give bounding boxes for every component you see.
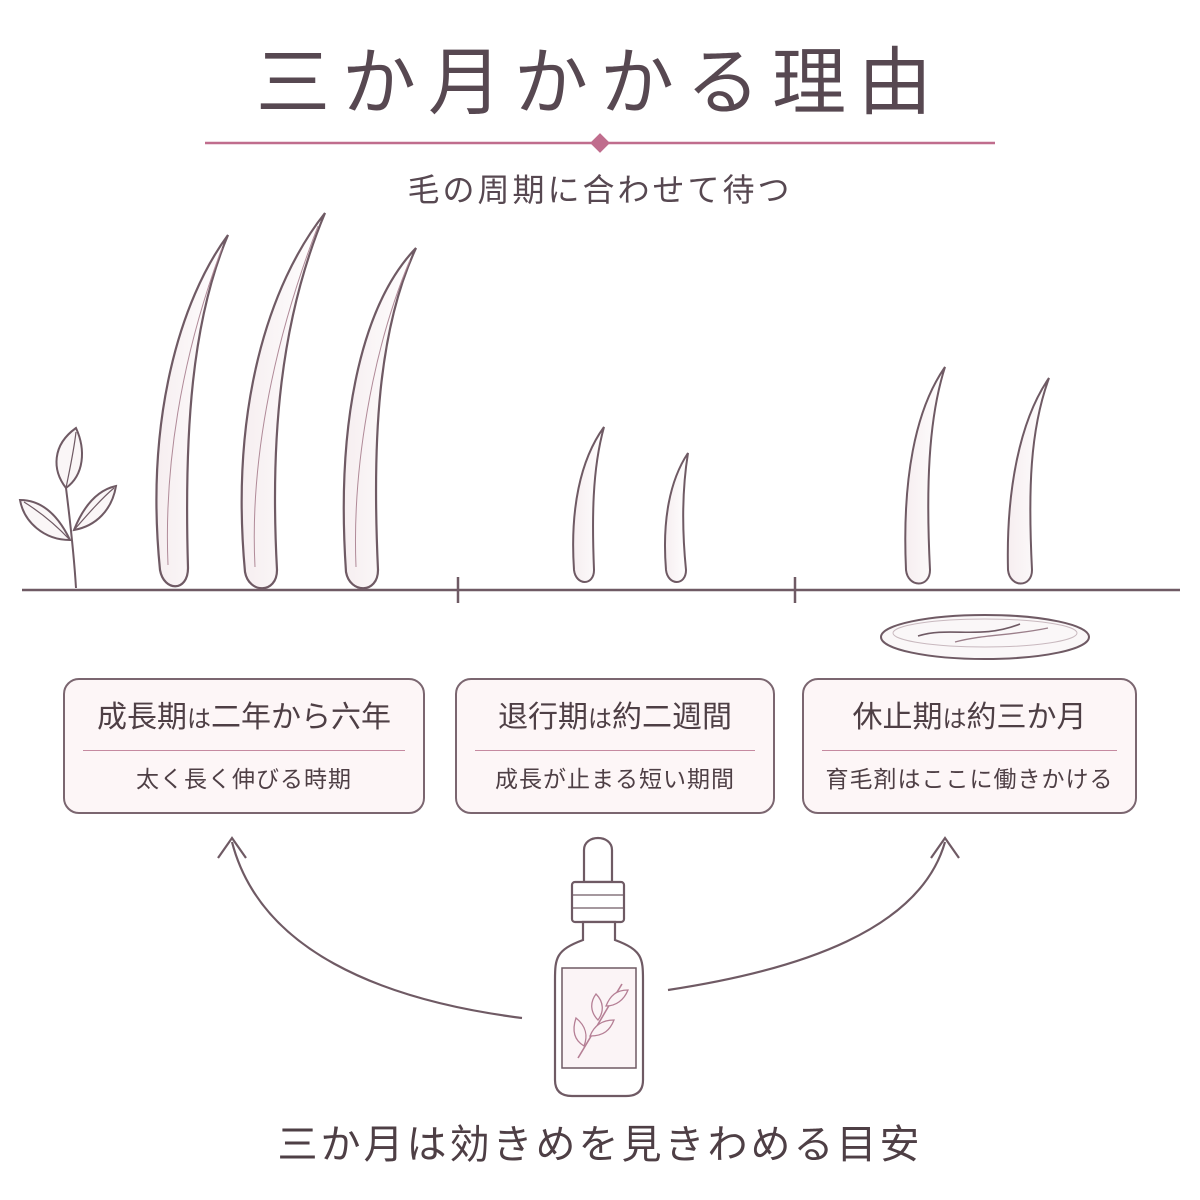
phase-divider (475, 750, 755, 751)
sprout-icon (18, 426, 118, 589)
footer-caption: 三か月は効きめを見きわめる目安 (277, 1122, 923, 1168)
phase-divider (822, 750, 1117, 751)
shed-hair-dish-icon (880, 614, 1090, 660)
phase-card-catagen: 退行期は約二週間 成長が止まる短い期間 (455, 678, 775, 814)
phase-connector: は (187, 705, 211, 733)
phase-heading: 休止期は約三か月 (804, 698, 1135, 739)
phase-description: 太く長く伸びる時期 (136, 767, 352, 793)
phase-name: 休止期 (852, 700, 943, 735)
phase-description: 成長が止まる短い期間 (495, 767, 735, 793)
hair-strand-icon (155, 212, 417, 590)
phase-description: 育毛剤はここに働きかける (825, 767, 1114, 793)
phase-duration: 約二週間 (612, 700, 732, 735)
phase-name: 退行期 (498, 700, 588, 735)
phase-connector: は (588, 705, 612, 733)
page-title: 三か月かかる理由 (256, 40, 944, 126)
phase-card-anagen: 成長期は二年から六年 太く長く伸びる時期 (63, 678, 425, 814)
hair-strand-icon (904, 366, 1050, 585)
phase-duration: 約三か月 (966, 700, 1087, 735)
arrow-icon (217, 836, 960, 1020)
page-subtitle: 毛の周期に合わせて待つ (407, 171, 793, 209)
phase-heading: 成長期は二年から六年 (65, 698, 423, 739)
hair-strand-icon (572, 426, 689, 583)
phase-name: 成長期 (97, 700, 187, 735)
phase-connector: は (942, 705, 967, 733)
serum-bottle-icon (553, 836, 645, 1098)
phase-heading: 退行期は約二週間 (457, 698, 773, 739)
phase-card-telogen: 休止期は約三か月 育毛剤はここに働きかける (802, 678, 1137, 814)
scalp-line (22, 577, 1180, 603)
phase-divider (83, 750, 405, 751)
phase-duration: 二年から六年 (211, 700, 391, 735)
